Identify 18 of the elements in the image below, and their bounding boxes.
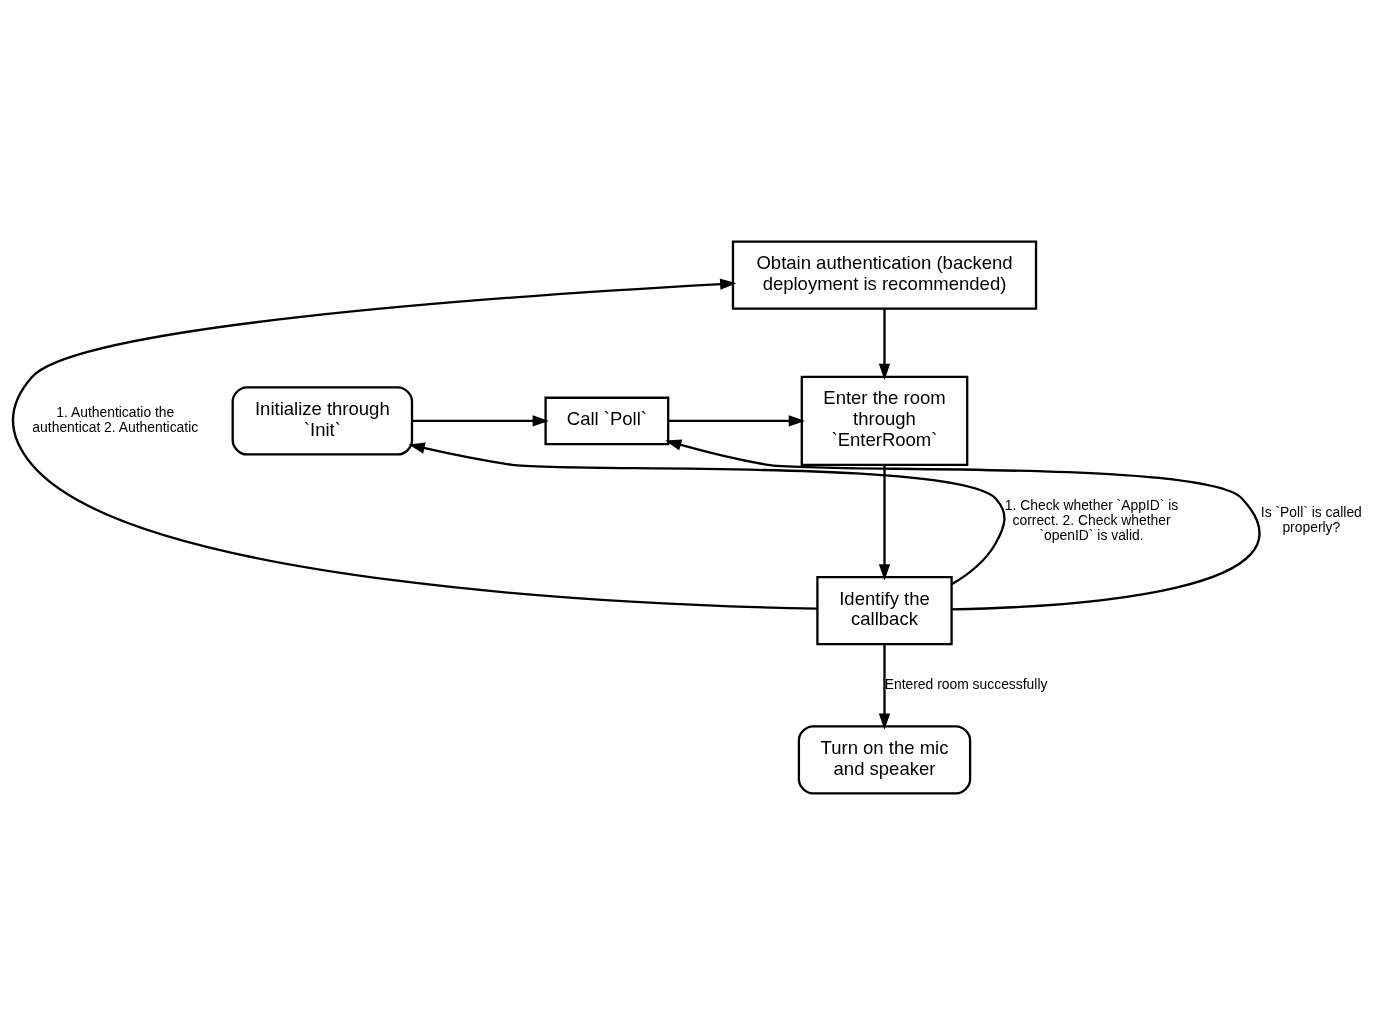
arrow — [408, 442, 1006, 586]
arrow — [412, 415, 549, 427]
node-box: Obtain authentication (backend deployment is recommended) — [731, 240, 1038, 310]
node-box: Initialize through `Init` — [231, 386, 414, 456]
node-box: Turn on the mic and speaker — [797, 725, 972, 795]
arrow — [878, 308, 891, 380]
arrow — [878, 465, 891, 581]
arrow — [878, 644, 891, 730]
edge-label: Is `Poll` is called properly? — [1260, 504, 1362, 536]
node-box: Identify the callback — [816, 575, 953, 646]
arrow — [668, 415, 805, 427]
edge-label: 1. Check whether `AppID` is correct. 2. Check whether `openID` is valid. — [1004, 496, 1179, 543]
arrow — [11, 278, 818, 610]
arrow — [665, 439, 1261, 611]
node-box: Call `Poll` — [544, 396, 670, 446]
edge-label: Entered room successfully — [884, 675, 1048, 692]
edge-label: 1. Authenticatio the authenticat 2. Authenticatic — [32, 403, 199, 436]
node-box: Enter the room through `EnterRoom` — [800, 375, 969, 467]
